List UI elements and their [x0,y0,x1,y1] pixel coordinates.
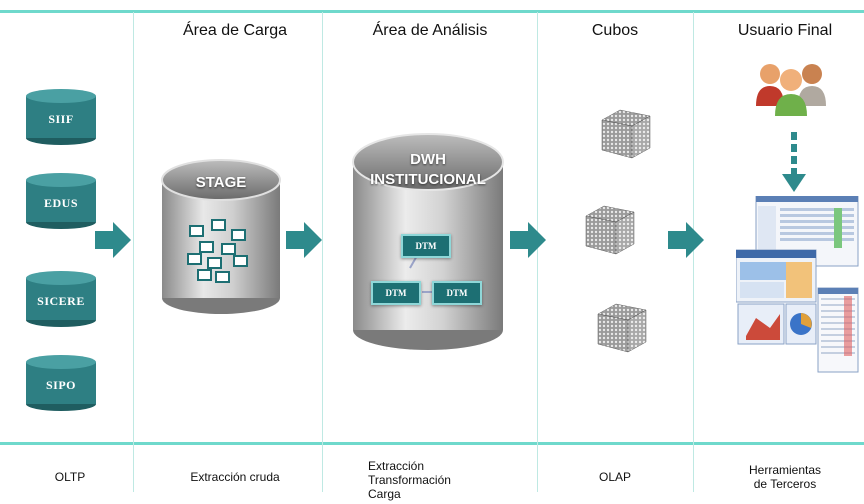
footer-herramientas-line2: de Terceros [753,477,817,491]
database-icon [26,271,96,327]
database-icon [26,355,96,411]
dashed-down-arrow-icon [782,132,806,192]
source-sicere: SICERE [37,294,85,308]
flow-arrow-icon [510,222,546,258]
source-sipo: SIPO [45,378,76,392]
column-divider [537,12,538,492]
column-divider [133,12,134,492]
column-divider [693,12,694,492]
footer-herramientas-line1: Herramientas [748,463,822,477]
title-cubos: Cubos [591,22,639,39]
source-edus: EDUS [43,196,78,210]
flow-arrow-icon [668,222,704,258]
title-usuario-final: Usuario Final [737,22,833,39]
dwh-label-line2: INSTITUCIONAL [370,171,486,188]
dwh-label: DWH INSTITUCIONAL [350,150,506,190]
stage-label: STAGE [195,174,247,191]
olap-cube-icon [601,109,651,159]
column-divider [322,12,323,492]
users-icon [756,64,826,116]
title-area-carga: Área de Carga [182,22,288,39]
footer-oltp: OLTP [54,470,86,484]
footer-olap: OLAP [598,470,631,484]
flow-arrow-icon [286,222,322,258]
database-icon [26,173,96,229]
reporting-tools-screenshot-icon [736,196,859,373]
footer-etl: Extracción Transformación Carga [368,459,508,501]
footer-etl-line3: Carga [368,487,401,501]
footer-herramientas: Herramientas de Terceros [720,463,850,491]
top-divider [0,10,864,13]
olap-cube-icon [597,303,647,353]
title-area-analisis: Área de Análisis [372,22,488,39]
dtm-box: DTM [432,281,482,305]
stage-cylinder-icon [161,159,281,314]
database-icon [26,89,96,145]
flow-arrow-icon [95,222,131,258]
dtm-box: DTM [401,234,451,258]
footer-etl-line2: Transformación [368,473,451,487]
footer-etl-line1: Extracción [368,459,425,473]
dwh-label-line1: DWH [410,151,446,168]
source-siif: SIIF [48,112,74,126]
dtm-box: DTM [371,281,421,305]
olap-cube-icon [585,205,635,255]
footer-extraccion-cruda: Extracción cruda [190,470,280,484]
bottom-divider [0,442,864,445]
